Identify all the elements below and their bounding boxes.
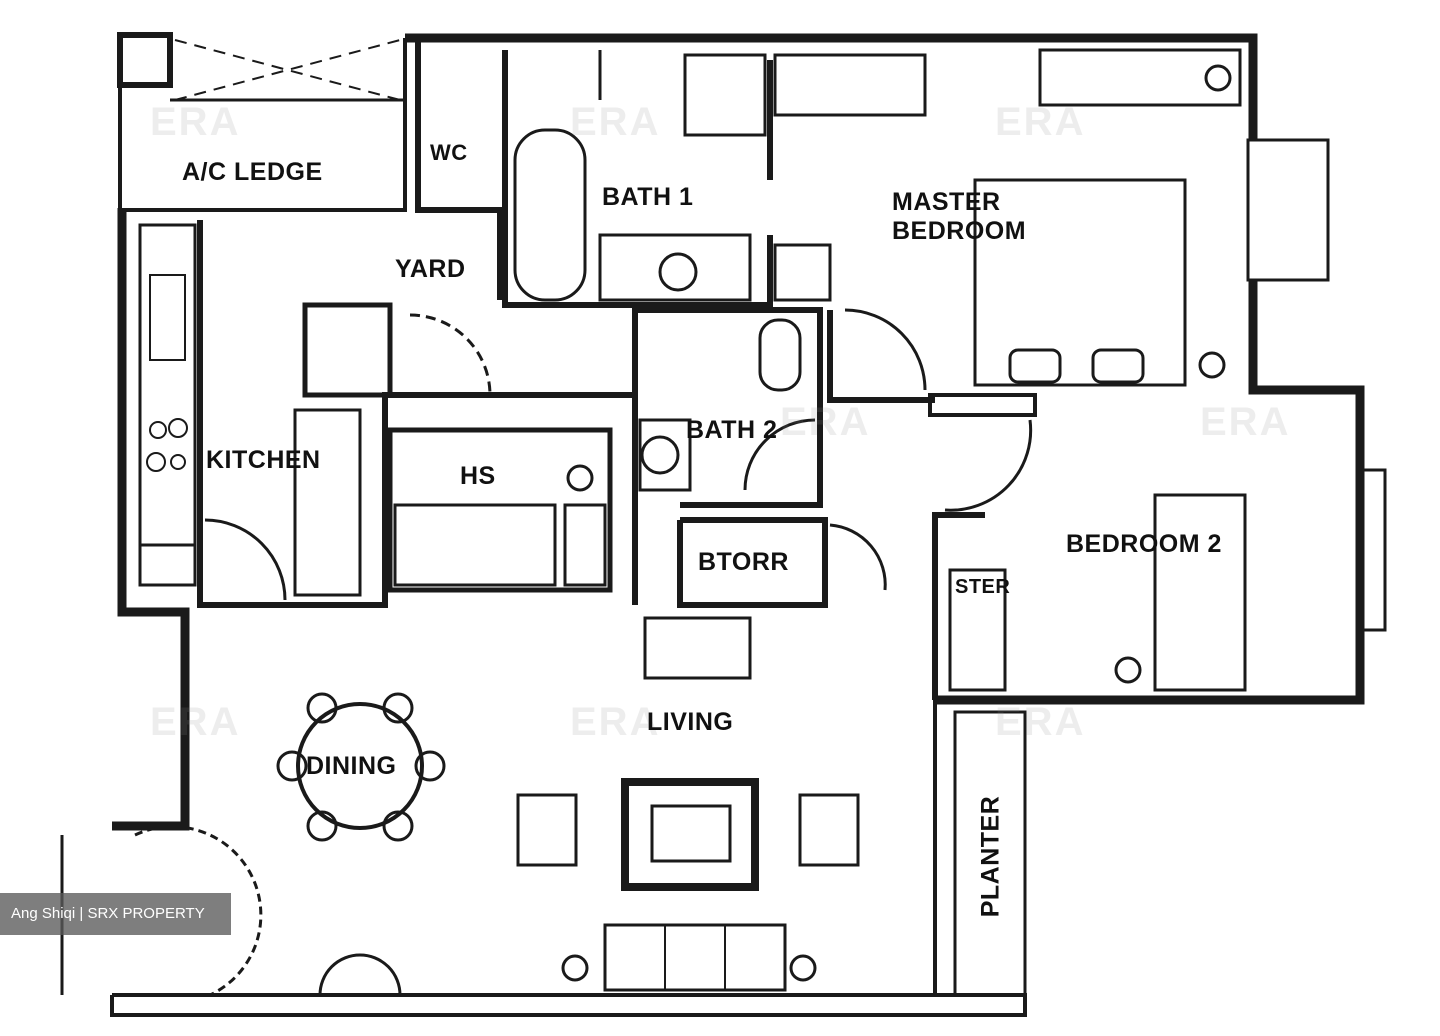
bath1-vanity (598, 233, 752, 302)
master-stool-1 (1008, 348, 1062, 384)
kitchen-door (204, 518, 287, 601)
dining-chair-1 (306, 692, 338, 724)
room-label-dining: DINING (306, 752, 397, 780)
room-label-master-1: MASTER (892, 188, 1001, 216)
era-watermark: ERA (1200, 400, 1291, 444)
bedroom2-bed (1153, 493, 1247, 692)
bath2-sink (640, 435, 680, 475)
room-label-hs: HS (460, 462, 496, 490)
ac-ledge-x2 (174, 39, 401, 101)
kitchen-hob-2 (168, 418, 188, 438)
room-label-bath2: BATH 2 (686, 416, 778, 444)
room-label-bedroom2: BEDROOM 2 (1066, 530, 1222, 558)
living-lamp-right (789, 954, 817, 982)
bath1-wardrobe (683, 53, 767, 137)
hs-bed (393, 503, 557, 587)
kitchen-hob-1 (149, 421, 167, 439)
bathtub (513, 128, 587, 302)
coffee-table-inner (650, 804, 732, 863)
bedroom2-wall (932, 512, 985, 700)
master-bed (973, 178, 1187, 387)
era-watermark: ERA (995, 700, 1086, 744)
room-label-wc: WC (430, 140, 468, 165)
era-watermark: ERA (150, 700, 241, 744)
room-label-store: BTORR (698, 548, 789, 576)
bath2-door (743, 418, 816, 491)
yard-door (409, 313, 492, 396)
bedroom2-window (1358, 468, 1387, 632)
master-lamp-2 (1198, 351, 1226, 379)
living-lamp-left (561, 954, 589, 982)
dining-chair-5 (306, 810, 338, 842)
store-door (829, 523, 887, 591)
yard-wall (197, 220, 638, 608)
master-corridor-wall (827, 310, 935, 403)
kitchen-hob-3 (146, 452, 166, 472)
bedroom2-lamp (1114, 656, 1142, 684)
room-label-living: LIVING (647, 708, 734, 736)
bedroom2-column (928, 393, 1037, 417)
bath1-sink (658, 252, 698, 292)
tv-console (643, 616, 752, 680)
sofa (603, 923, 787, 992)
master-door (844, 308, 927, 391)
dining-chair-3 (276, 750, 308, 782)
outer-wall-bottom (110, 993, 1027, 1017)
master-lamp-1 (1204, 64, 1232, 92)
kitchen-fridge (138, 543, 197, 587)
kitchen-sink (149, 274, 186, 361)
yard-washer (302, 302, 393, 398)
armchair-left (516, 793, 578, 867)
dining-chair-2 (382, 692, 414, 724)
era-watermark: ERA (570, 700, 661, 744)
planter-bed (953, 710, 1027, 997)
era-watermark: ERA (570, 100, 661, 144)
bedroom2-door (944, 419, 1033, 512)
ac-ledge-wall (118, 38, 407, 212)
room-label-stair: STER (955, 576, 1011, 598)
armchair-right (798, 793, 860, 867)
dining-chair-6 (382, 810, 414, 842)
master-wardrobe-top (773, 53, 927, 117)
dining-sideboard (318, 953, 402, 996)
bath1-wall (502, 50, 773, 308)
hs-shelf (563, 503, 607, 587)
hs-room (387, 427, 613, 593)
era-watermark: ERA (995, 100, 1086, 144)
ac-ledge-column (117, 32, 173, 88)
photo-credit: Ang Shiqi | SRX PROPERTY (0, 893, 231, 935)
entry-door (134, 825, 263, 997)
kitchen-counter (138, 223, 197, 587)
dining-table (296, 702, 424, 830)
kitchen-hob-4 (170, 454, 186, 470)
bedroom2-wardrobe (948, 568, 1007, 692)
dining-chair-4 (414, 750, 446, 782)
era-watermark: ERA (150, 100, 241, 144)
master-desk (1038, 48, 1242, 107)
room-label-planter: PLANTER (976, 795, 1005, 918)
bath2-basin (638, 418, 692, 492)
room-label-ac-ledge: A/C LEDGE (182, 158, 323, 186)
room-label-kitchen: KITCHEN (206, 446, 321, 474)
store-wall (677, 517, 828, 608)
wc-wall (415, 38, 503, 300)
outer-wall (405, 33, 1258, 140)
room-label-master-2: BEDROOM (892, 217, 1027, 245)
kitchen-cabinet (293, 408, 362, 597)
master-stool-2 (1091, 348, 1145, 384)
master-window (1246, 138, 1330, 282)
ac-ledge-x1 (174, 39, 401, 101)
bath2-wc (758, 318, 802, 392)
room-label-yard: YARD (395, 255, 466, 283)
coffee-table (621, 778, 759, 891)
room-label-bath1: BATH 1 (602, 183, 694, 211)
master-wardrobe-side (773, 243, 832, 302)
outer-wall-right-master (935, 280, 1365, 705)
bath2-wall (632, 307, 823, 508)
hs-lamp (566, 464, 594, 492)
era-watermark: ERA (780, 400, 871, 444)
